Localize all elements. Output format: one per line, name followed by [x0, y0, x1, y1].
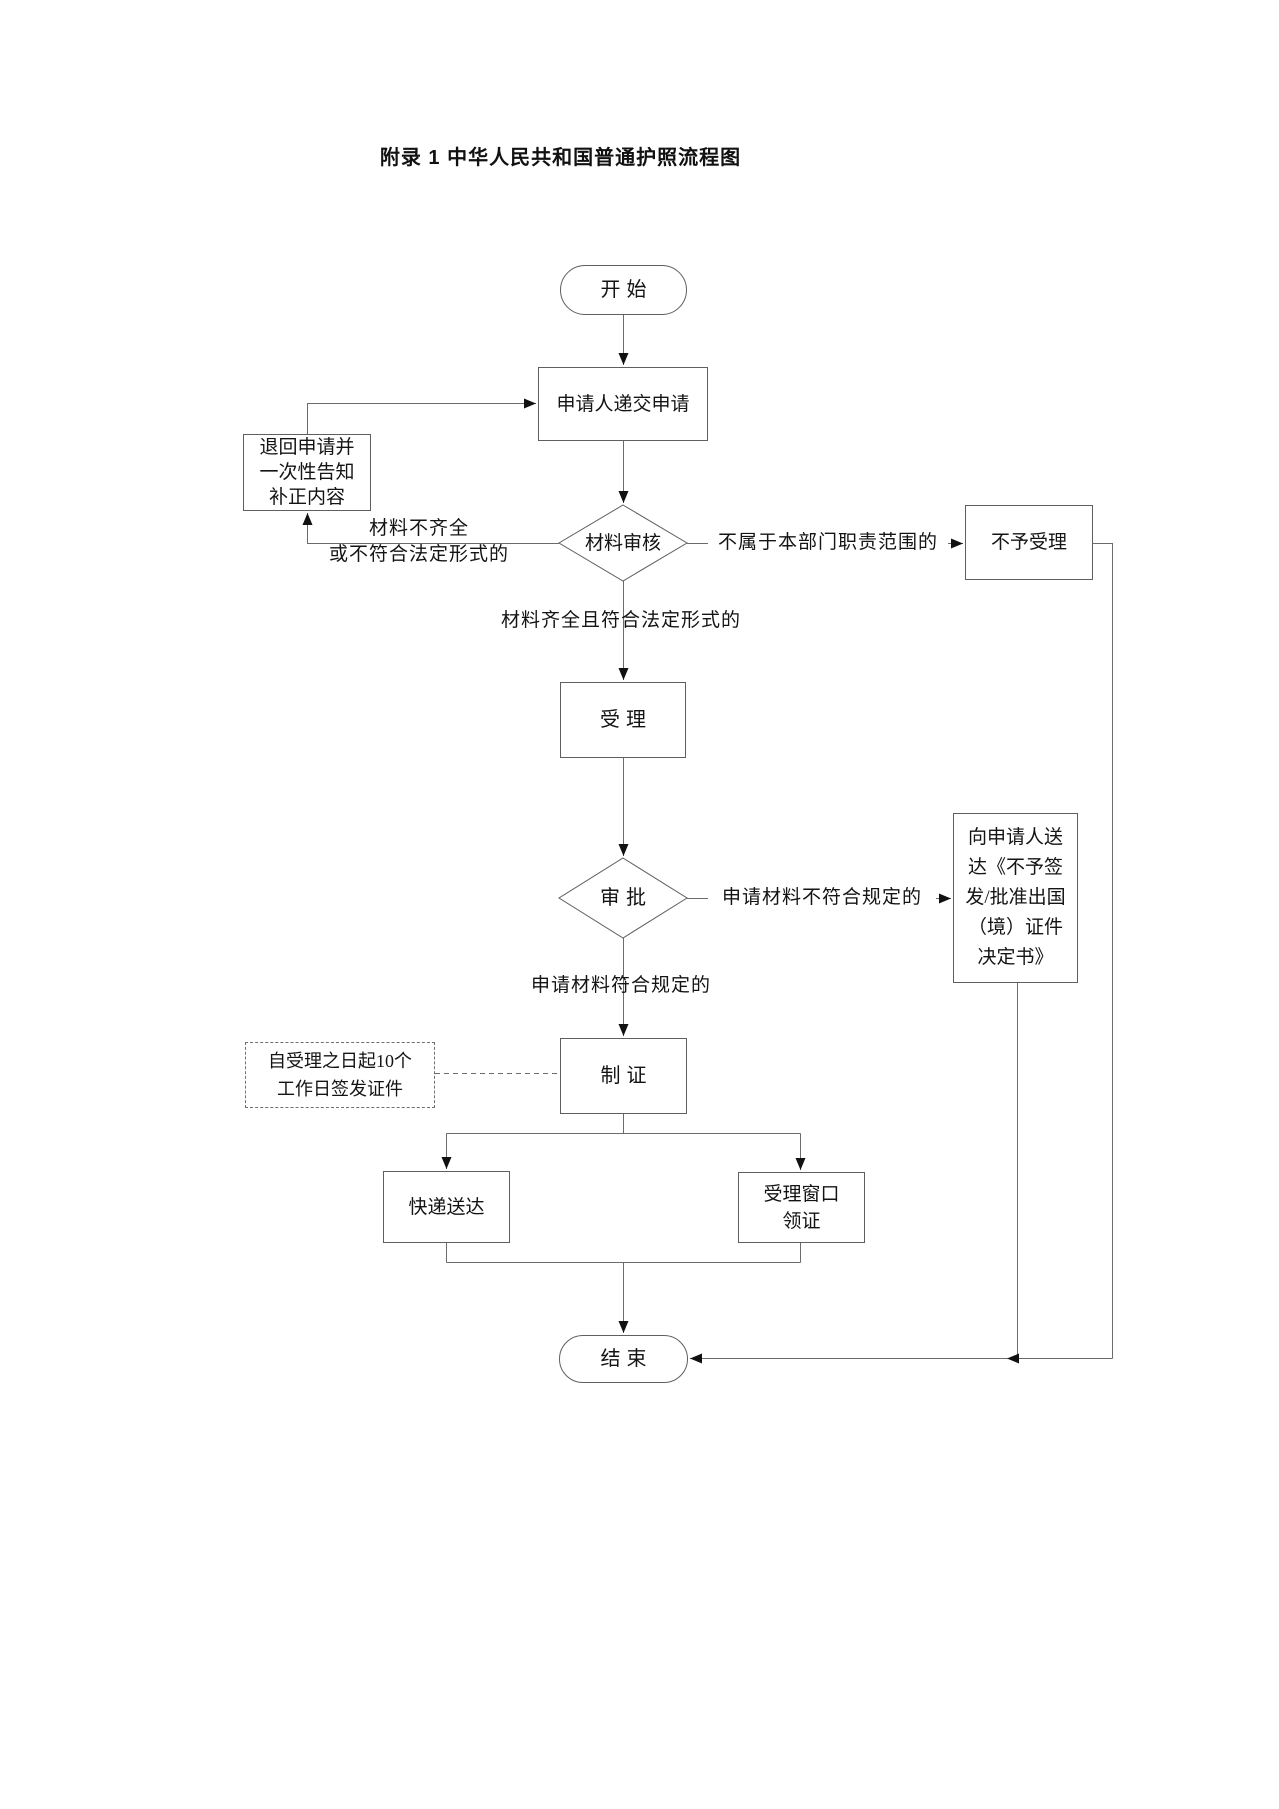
edge-label-materials-conform: 申请材料符合规定的: [530, 975, 711, 996]
node-review-decision: 材料审核: [584, 532, 661, 554]
decision-letter-line: 决定书》: [977, 947, 1054, 968]
node-make-certificate: 制证: [560, 1038, 687, 1114]
review-diamond-shape: [558, 504, 688, 582]
decision-letter-line: 发/批准出国: [965, 887, 1066, 908]
decision-letter-line: 向申请人送: [967, 827, 1063, 848]
window-pickup-line: 领证: [782, 1210, 821, 1232]
edge-label-materials-not-conform: 申请材料不符合规定的: [708, 885, 936, 911]
page-title: 附录 1 中华人民共和国普通护照流程图: [379, 147, 742, 169]
approve-diamond-shape: [558, 857, 688, 939]
junction-arrowhead: [1007, 1353, 1019, 1364]
node-reject: 不予受理: [965, 505, 1093, 580]
decision-letter-line: （境）证件: [967, 917, 1063, 938]
edge-label-materials-incomplete: 材料不齐全 或不符合法定形式的: [323, 516, 515, 568]
edge-reject-to-end-line: [1093, 543, 1113, 1359]
edge-review-to-return-notice: [302, 513, 559, 544]
node-accept: 受理: [560, 682, 686, 758]
node-start: 开始: [560, 265, 687, 315]
issue-note-line: 工作日签发证件: [277, 1079, 403, 1099]
decision-letter-line: 达《不予签: [967, 857, 1063, 878]
issue-note-line: 自受理之日起10个: [268, 1051, 412, 1071]
window-pickup-line: 受理窗口: [763, 1183, 840, 1205]
node-end: 结束: [559, 1335, 688, 1383]
node-express-delivery: 快递送达: [383, 1171, 510, 1243]
node-window-pickup: 受理窗口 领证: [738, 1172, 865, 1243]
return-notice-line: 一次性告知: [259, 462, 355, 483]
return-notice-line: 退回申请并: [259, 437, 355, 458]
edge-label-not-in-scope: 不属于本部门职责范围的: [708, 530, 948, 556]
return-notice-line: 补正内容: [268, 487, 345, 508]
edge-return-notice-to-submit: [307, 398, 536, 434]
edge-label-materials-complete: 材料齐全且符合法定形式的: [500, 610, 741, 631]
node-approve-decision: 审批: [600, 886, 652, 909]
node-decision-letter: 向申请人送 达《不予签 发/批准出国 （境）证件 决定书》: [953, 813, 1078, 983]
edge-label-line: 材料不齐全: [368, 518, 469, 539]
edge-label-line: 或不符合法定形式的: [328, 544, 509, 565]
node-return-notice: 退回申请并 一次性告知 补正内容: [243, 434, 371, 511]
node-issue-deadline-note: 自受理之日起10个 工作日签发证件: [245, 1042, 435, 1108]
node-submit-application: 申请人递交申请: [538, 367, 708, 441]
